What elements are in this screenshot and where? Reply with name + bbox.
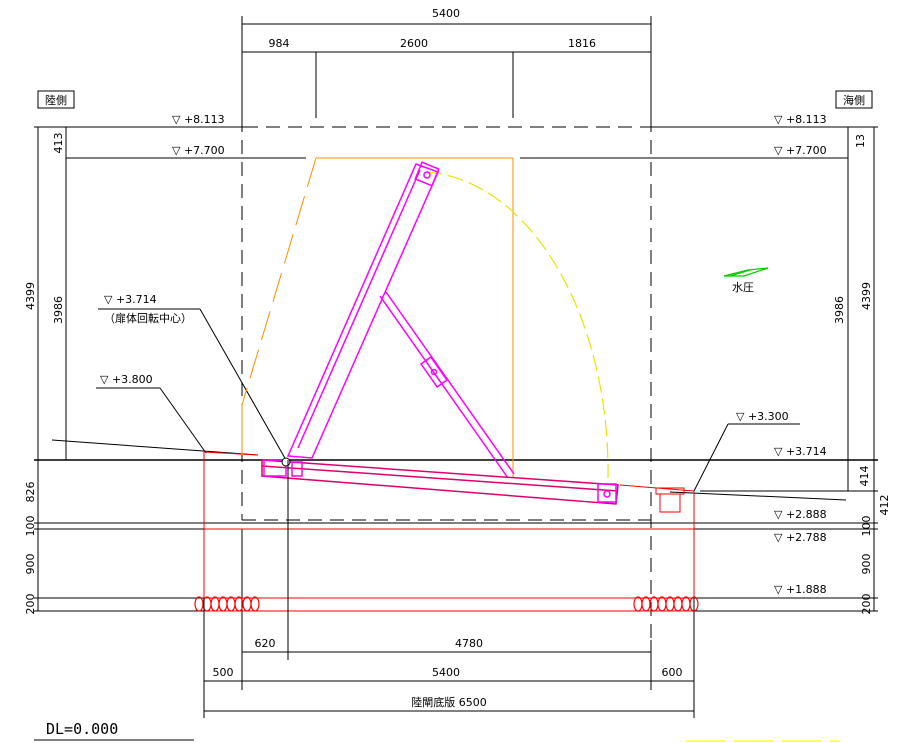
concrete-structure bbox=[203, 451, 695, 612]
dim-left-3986: 3986 bbox=[52, 296, 65, 324]
level-left-3800: ▽ +3.800 bbox=[100, 373, 153, 386]
right-vertical-dims bbox=[847, 127, 875, 611]
dim-bottom-600: 600 bbox=[662, 666, 683, 679]
dim-bottom-4780: 4780 bbox=[455, 637, 483, 650]
dim-right-200: 200 bbox=[860, 594, 873, 615]
pile-coils-right bbox=[633, 596, 699, 612]
top-dimensions bbox=[241, 16, 652, 118]
dim-right-900: 900 bbox=[860, 554, 873, 575]
sea-side-label: 海側 bbox=[843, 93, 865, 107]
dim-left-413: 413 bbox=[52, 133, 65, 154]
water-pressure-arrow bbox=[723, 267, 769, 277]
dim-right-414: 414 bbox=[858, 466, 871, 487]
rotation-center-note: （扉体回転中心） bbox=[104, 311, 192, 325]
dim-left-826: 826 bbox=[24, 482, 37, 503]
gate-raised bbox=[286, 161, 515, 479]
dim-top-2600: 2600 bbox=[400, 37, 428, 50]
dim-right-412: 412 bbox=[878, 495, 891, 516]
dim-bottom-500: 500 bbox=[213, 666, 234, 679]
level-right-2888: ▽ +2.888 bbox=[774, 508, 827, 521]
sea-side-box bbox=[835, 90, 873, 109]
land-side-label: 陸側 bbox=[45, 94, 67, 107]
dim-left-100: 100 bbox=[24, 516, 37, 537]
dim-right-3986: 3986 bbox=[833, 296, 846, 324]
level-right-1888: ▽ +1.888 bbox=[774, 583, 827, 596]
dim-top-984: 984 bbox=[269, 37, 290, 50]
dim-left-900: 900 bbox=[24, 554, 37, 575]
floor-slab-label: 陸閘底版 6500 bbox=[411, 695, 487, 709]
dim-top-total: 5400 bbox=[432, 7, 460, 20]
level-right-3300: ▽ +3.300 bbox=[736, 410, 789, 423]
dim-right-13: 13 bbox=[854, 134, 867, 148]
water-pressure-label: 水圧 bbox=[732, 281, 754, 294]
level-right-7700: ▽ +7.700 bbox=[774, 144, 827, 157]
level-left-8113: ▽ +8.113 bbox=[172, 113, 225, 126]
level-right-8113: ▽ +8.113 bbox=[774, 113, 827, 126]
rotation-center-pin bbox=[281, 457, 291, 467]
rotation-center-level: ▽ +3.714 bbox=[104, 293, 157, 306]
datum-label: DL=0.000 bbox=[46, 720, 118, 738]
frame-lines bbox=[65, 158, 849, 640]
gate-lowered bbox=[261, 459, 619, 505]
dim-top-1816: 1816 bbox=[568, 37, 596, 50]
gate-lowered-details bbox=[263, 459, 617, 503]
level-right-2788: ▽ +2.788 bbox=[774, 531, 827, 544]
level-left-7700: ▽ +7.700 bbox=[172, 144, 225, 157]
leader-lines bbox=[96, 308, 800, 492]
left-vertical-dims bbox=[37, 127, 67, 611]
dim-right-100: 100 bbox=[860, 516, 873, 537]
level-lines bbox=[34, 126, 878, 612]
bottom-dimensions bbox=[203, 460, 695, 718]
swing-envelope bbox=[241, 157, 514, 478]
dim-bottom-620: 620 bbox=[255, 637, 276, 650]
dim-bottom-5400: 5400 bbox=[432, 666, 460, 679]
dim-right-4399: 4399 bbox=[860, 282, 873, 310]
pile-coils-left bbox=[194, 596, 260, 612]
level-right-3714: ▽ +3.714 bbox=[774, 445, 827, 458]
dim-left-200: 200 bbox=[24, 594, 37, 615]
land-side-box bbox=[37, 90, 75, 109]
swing-arc bbox=[425, 171, 609, 479]
dim-left-4399: 4399 bbox=[24, 282, 37, 310]
